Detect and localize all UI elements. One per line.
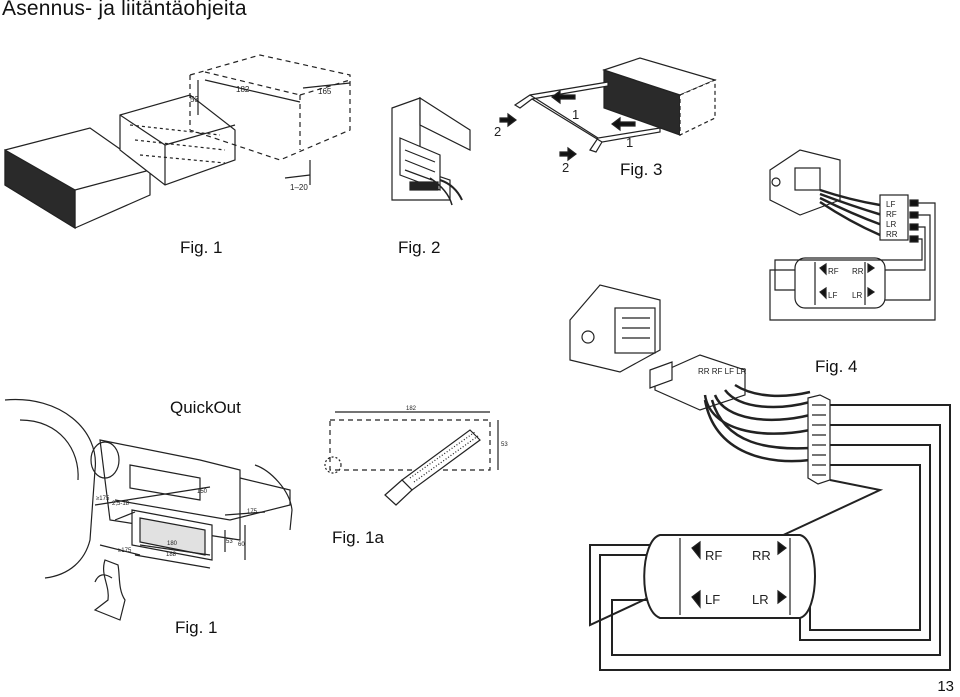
- fig3-num-2b: 2: [562, 160, 569, 175]
- qo-dim-180: 180: [167, 541, 178, 547]
- fig1-bottom-caption: Fig. 1: [175, 618, 218, 637]
- page-title: Asennus- ja liitäntäohjeita: [2, 0, 247, 20]
- fig4-top-lr: LR: [886, 220, 896, 229]
- fig1-dim-1-20: 1–20: [290, 183, 308, 192]
- fig4-top-lf: LF: [886, 200, 895, 209]
- qo-dim-60: 60: [238, 542, 245, 548]
- qo-dim-175b: 175: [247, 509, 258, 515]
- fig4-bottom-wiring-illustration: [569, 284, 951, 671]
- qo-dim-175a: ≥175: [96, 496, 110, 502]
- fig2-release-key-illustration: [391, 96, 471, 206]
- qo-dim-53: 53: [226, 539, 233, 545]
- fig4-plug-labels: RR RF LF LR: [698, 367, 747, 376]
- qo-dim-2-5-18: 2,5-18: [112, 501, 130, 507]
- fig1a-caption: Fig. 1a: [332, 528, 384, 547]
- fig3-removal-keys-illustration: [499, 57, 717, 162]
- fig4-top-wiring-illustration: [769, 149, 936, 321]
- fig1-radio-mounting-illustration: [4, 54, 351, 230]
- fig4-top-car-lr: LR: [852, 291, 862, 300]
- fig3-num-2a: 2: [494, 124, 501, 139]
- fig4-car-rr: RR: [752, 548, 771, 563]
- fig4-caption: Fig. 4: [815, 357, 858, 376]
- fig3-num-1b: 1: [626, 135, 633, 150]
- fig1-top-caption: Fig. 1: [180, 238, 223, 257]
- fig2-caption: Fig. 2: [398, 238, 441, 257]
- fig1a-cutting-illustration: [324, 411, 499, 506]
- fig3-num-1a: 1: [572, 107, 579, 122]
- qo-dim-175c: ≥175: [118, 548, 132, 554]
- page-number: 13: [937, 678, 954, 695]
- fig4-car-lr: LR: [752, 592, 769, 607]
- fig4-top-rf: RF: [886, 210, 897, 219]
- fig4-top-car-lf: LF: [828, 291, 837, 300]
- fig4-car-lf: LF: [705, 592, 720, 607]
- fig4-top-rr: RR: [886, 230, 898, 239]
- fig1a-dim-182: 182: [406, 406, 417, 412]
- qo-dim-188: 188: [166, 552, 177, 558]
- quickout-caption: QuickOut: [170, 398, 241, 417]
- fig4-car-rf: RF: [705, 548, 722, 563]
- fig3-caption: Fig. 3: [620, 160, 663, 179]
- fig1-dim-165: 165: [318, 87, 332, 96]
- fig4-top-car-rr: RR: [852, 267, 864, 276]
- fig1-dim-53: 53: [190, 95, 199, 104]
- fig1-dim-182: 182: [236, 85, 250, 94]
- fig1a-dim-53: 53: [501, 442, 508, 448]
- fig4-top-car-rf: RF: [828, 267, 839, 276]
- qo-dim-150: 150: [197, 489, 208, 495]
- quickout-dashboard-illustration: [4, 398, 293, 621]
